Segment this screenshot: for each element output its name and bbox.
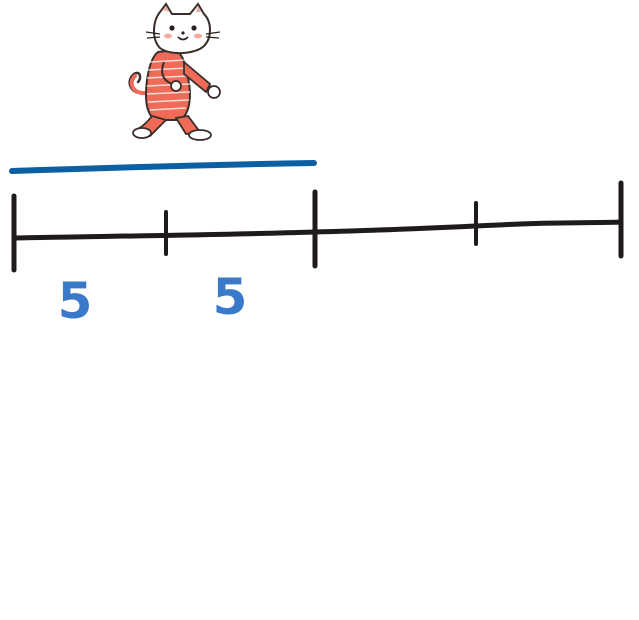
progress-bar — [9, 160, 317, 174]
segment-label: 5 — [212, 268, 248, 326]
number-line-axis — [11, 219, 624, 241]
cat-walking-icon — [128, 2, 221, 141]
segment-label: 5 — [57, 272, 93, 330]
